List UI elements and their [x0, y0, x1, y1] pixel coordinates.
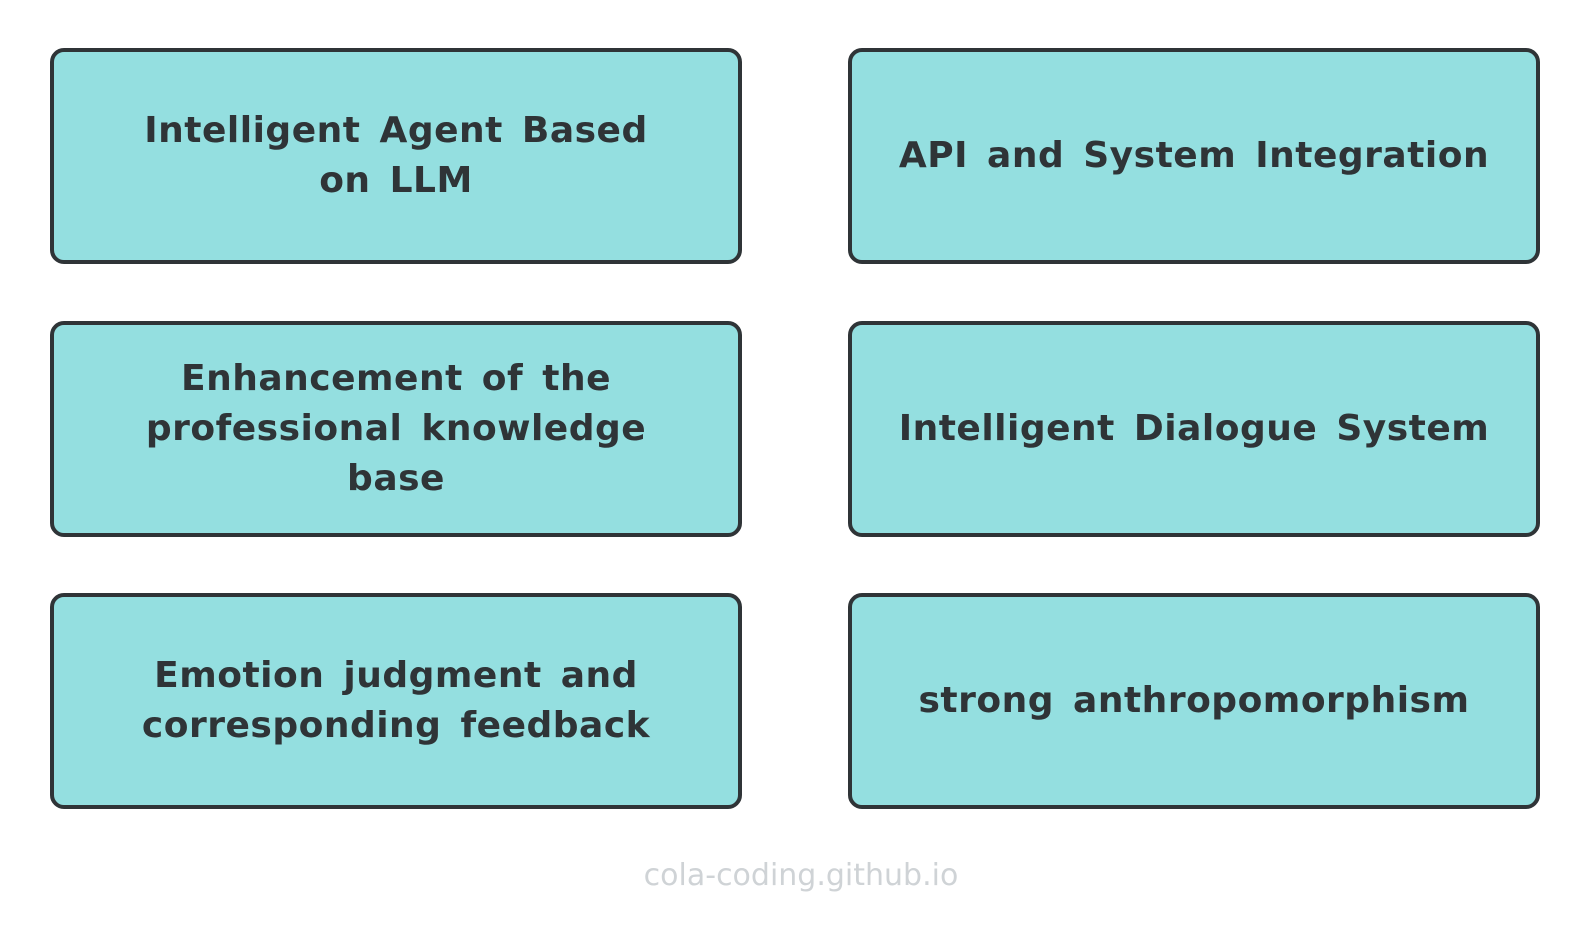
watermark-text: cola-coding.github.io: [643, 858, 959, 893]
card-dialogue-system: Intelligent Dialogue System: [848, 321, 1540, 537]
card-label: strong anthropomorphism: [918, 680, 1470, 721]
card-api-integration: API and System Integration: [848, 48, 1540, 264]
card-label: Enhancement of the professional knowledg…: [145, 358, 647, 499]
card-label: Intelligent Dialogue System: [898, 408, 1490, 449]
card-knowledge-base: Enhancement of the professional knowledg…: [50, 321, 742, 537]
card-intelligent-agent: Intelligent Agent Based on LLM: [50, 48, 742, 264]
card-anthropomorphism: strong anthropomorphism: [848, 593, 1540, 809]
card-emotion-judgment: Emotion judgment and corresponding feedb…: [50, 593, 742, 809]
card-label: API and System Integration: [898, 135, 1490, 176]
card-label: Emotion judgment and corresponding feedb…: [141, 655, 651, 746]
card-label: Intelligent Agent Based on LLM: [144, 110, 648, 201]
